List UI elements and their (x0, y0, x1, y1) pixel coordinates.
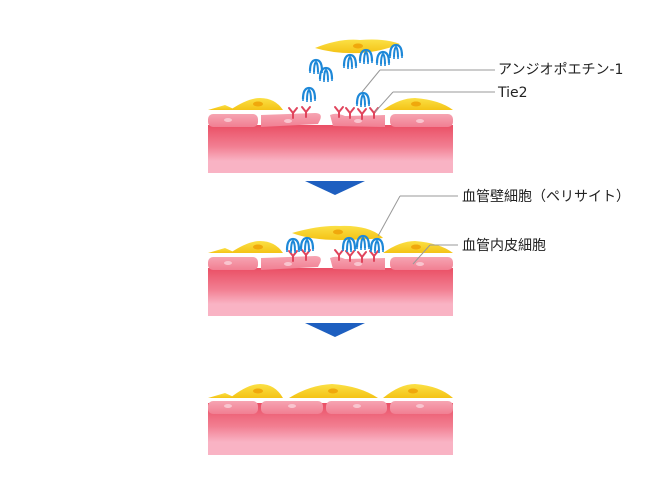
arrow-down-icon (305, 181, 365, 195)
stage-2-binding (208, 195, 458, 316)
label-tie2: Tie2 (498, 85, 528, 101)
label-endothelial-cell: 血管内皮細胞 (462, 238, 546, 254)
stage-3-repaired (208, 384, 453, 455)
label-pericyte: 血管壁細胞（ペリサイト） (462, 189, 630, 205)
label-angiopoietin-1: アンジオポエチン-1 (498, 62, 624, 78)
stage-1-damaged (208, 39, 495, 173)
arrow-down-icon (305, 323, 365, 337)
pericyte-cell (208, 105, 236, 110)
endothelial-cell (208, 114, 258, 127)
